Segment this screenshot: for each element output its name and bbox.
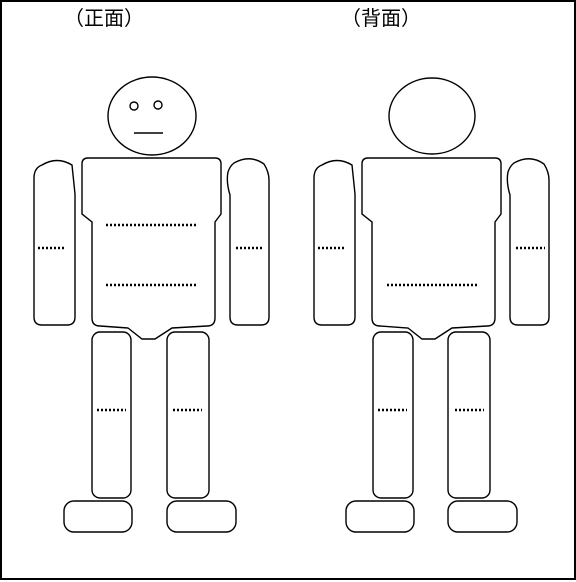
front-torso [81,157,222,340]
back-right-leg-outline [447,331,491,499]
back-right-arm-outline [506,158,550,326]
front-right-eye [153,100,163,110]
back-left-foot [345,500,415,533]
front-right-arm-outline [226,158,270,326]
front-view-label: （正面） [64,6,144,30]
front-torso-outline [81,157,222,340]
back-left-arm-outline [313,159,356,326]
back-right-leg [447,331,491,499]
back-right-arm [506,158,550,326]
back-view-label: （背面） [341,6,421,30]
front-robot [33,76,270,533]
back-robot [313,77,550,533]
back-left-arm [313,159,356,326]
back-torso [361,157,502,340]
front-left-foot [63,500,133,533]
front-head [107,76,197,156]
back-head-outline [388,77,476,155]
front-left-leg [91,331,132,499]
front-right-arm [226,158,270,326]
front-left-leg-outline [91,331,132,499]
front-head-outline [107,76,197,156]
front-right-foot [166,500,237,533]
back-right-foot [447,500,518,533]
back-left-leg [372,331,414,499]
front-left-arm [33,159,76,326]
back-left-leg-outline [372,331,414,499]
front-right-leg [166,331,210,499]
back-torso-outline [361,157,502,340]
front-right-leg-outline [166,331,210,499]
front-left-arm-outline [33,159,76,326]
front-left-eye [129,101,139,111]
